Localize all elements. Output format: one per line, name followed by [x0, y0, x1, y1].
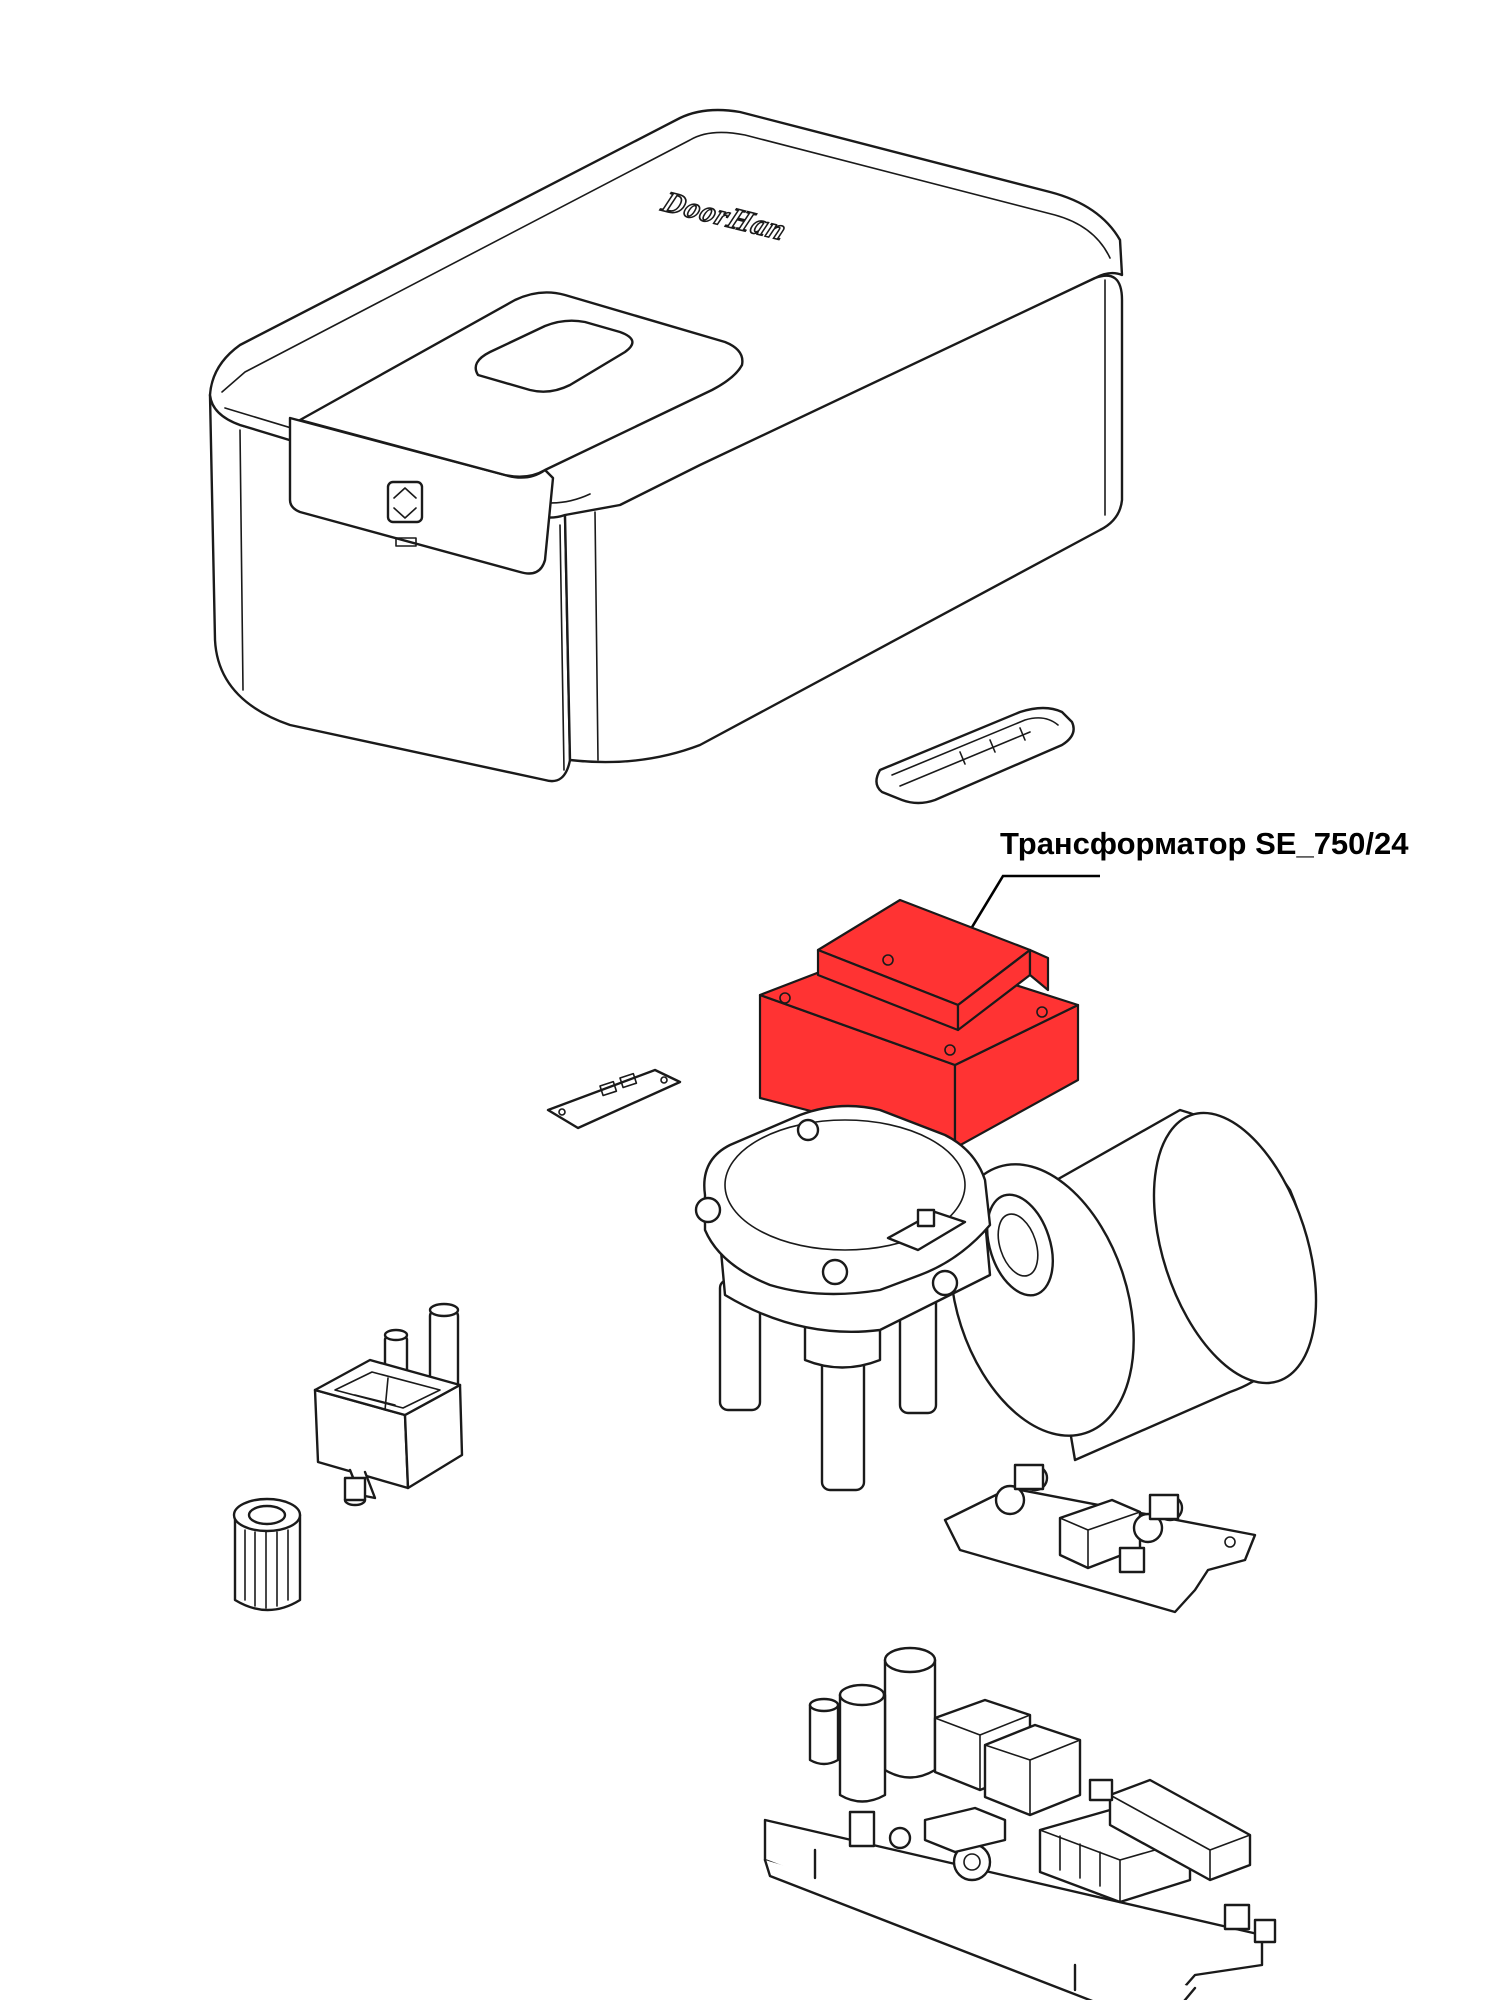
control-board: [763, 1646, 1277, 2005]
callout-label: Трансформатор SE_750/24: [1000, 826, 1409, 861]
gearbox: [694, 1104, 992, 1492]
transformer: [758, 898, 1080, 1150]
small-cover-plate: [875, 706, 1075, 805]
transformer-callout: Трансформатор SE_750/24: [938, 826, 1409, 981]
electric-motor: [949, 1108, 1318, 1462]
gear-sleeve: [232, 1497, 302, 1612]
cover-housing: DoorHan: [208, 108, 1124, 783]
plastic-bracket: [313, 1302, 464, 1507]
small-bracket-plate: [546, 1068, 682, 1130]
limit-switch-board: [943, 1463, 1257, 1614]
